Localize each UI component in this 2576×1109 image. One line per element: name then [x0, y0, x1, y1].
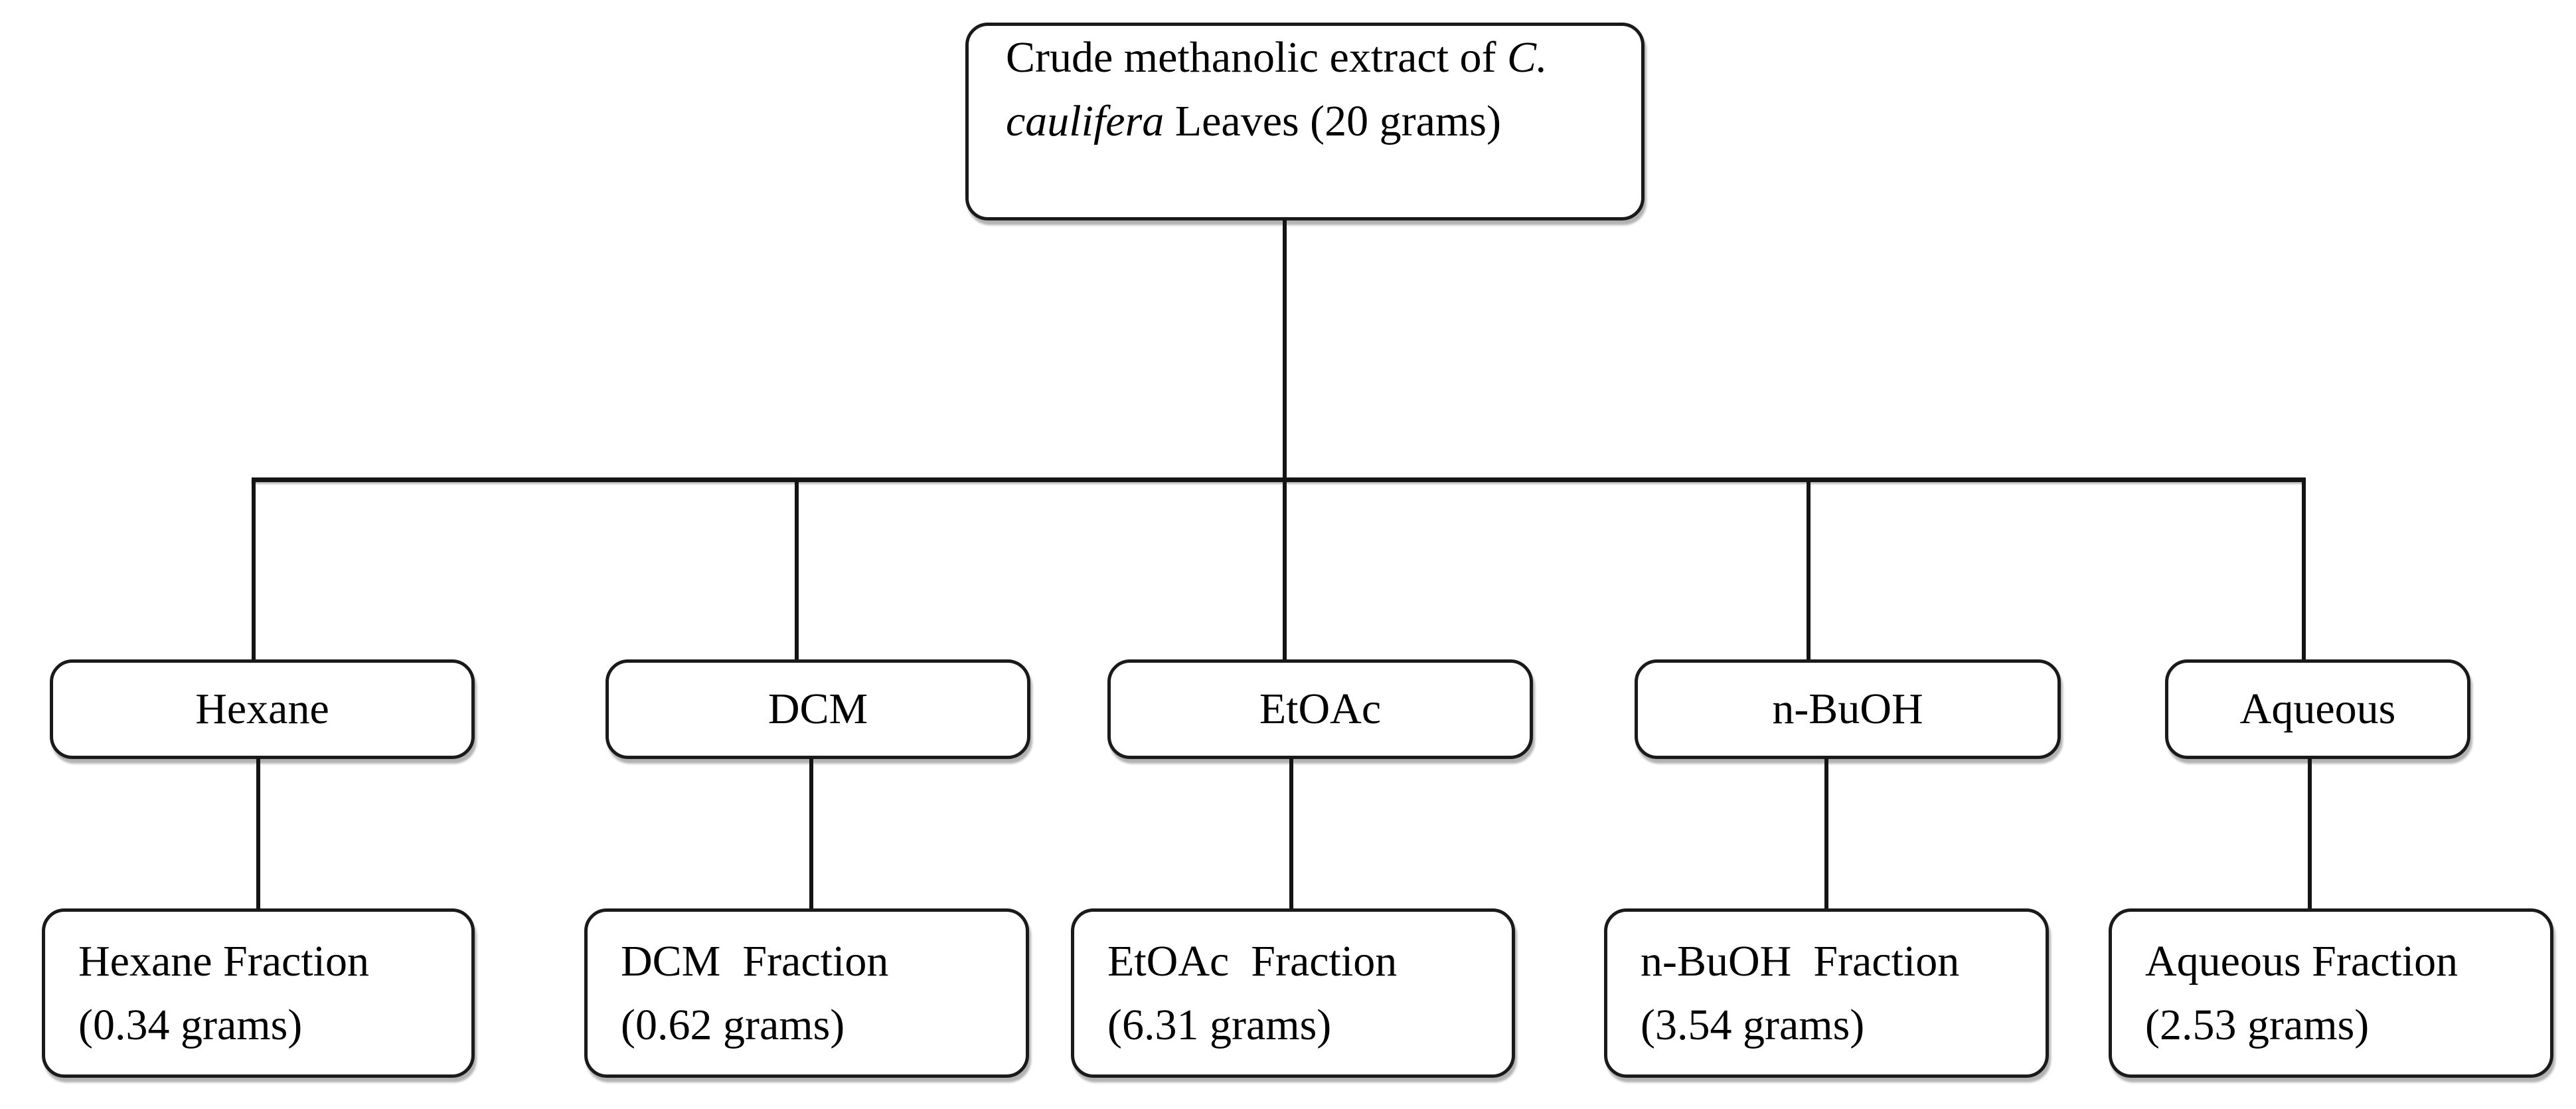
solvent-dcm-label: DCM	[767, 685, 868, 733]
solvent-etoac-label: EtOAc	[1259, 685, 1382, 733]
fraction-aqueous-amount: (2.53 grams)	[2145, 1000, 2370, 1049]
fraction-aqueous-text: Aqueous Fraction (2.53 grams)	[2145, 930, 2458, 1057]
fraction-etoac-amount: (6.31 grams)	[1107, 1000, 1332, 1049]
crude-extract-genus-italic: C.	[1507, 33, 1548, 82]
solvent-hexane-label: Hexane	[195, 685, 329, 733]
fraction-nbuoh-name: n-BuOH Fraction	[1641, 936, 1960, 985]
fraction-dcm-name: DCM Fraction	[621, 936, 889, 985]
connector-drop2-nbuoh	[1824, 758, 1828, 910]
fraction-nbuoh-amount: (3.54 grams)	[1641, 1000, 1865, 1049]
solvent-aqueous-label: Aqueous	[2239, 685, 2396, 733]
fraction-aqueous-name: Aqueous Fraction	[2145, 936, 2458, 985]
fraction-etoac-name: EtOAc Fraction	[1107, 936, 1398, 985]
node-solvent-hexane: Hexane	[50, 659, 475, 759]
connector-root-stem	[1283, 219, 1287, 479]
node-fraction-hexane: Hexane Fraction (0.34 grams)	[42, 908, 475, 1078]
connector-drop2-etoac	[1289, 758, 1293, 910]
crude-extract-species-italic: caulifera	[1006, 97, 1165, 145]
node-fraction-nbuoh: n-BuOH Fraction (3.54 grams)	[1604, 908, 2049, 1078]
connector-drop-aqueous	[2302, 479, 2306, 661]
node-fraction-dcm: DCM Fraction (0.62 grams)	[584, 908, 1029, 1078]
connector-drop2-dcm	[809, 758, 813, 910]
fraction-dcm-amount: (0.62 grams)	[621, 1000, 845, 1049]
connector-drop-hexane	[252, 479, 256, 661]
fraction-hexane-amount: (0.34 grams)	[78, 1000, 303, 1049]
crude-extract-line2-text: Leaves (20 grams)	[1164, 97, 1501, 145]
connector-drop2-aqueous	[2308, 758, 2312, 910]
node-solvent-aqueous: Aqueous	[2165, 659, 2470, 759]
node-solvent-nbuoh: n-BuOH	[1635, 659, 2061, 759]
connector-drop2-hexane	[256, 758, 260, 910]
node-solvent-etoac: EtOAc	[1107, 659, 1533, 759]
fraction-hexane-name: Hexane Fraction	[78, 936, 369, 985]
fraction-dcm-text: DCM Fraction (0.62 grams)	[621, 930, 888, 1057]
node-crude-extract-text: Crude methanolic extract of C.caulifera …	[1006, 26, 1641, 153]
fraction-hexane-text: Hexane Fraction (0.34 grams)	[78, 930, 369, 1057]
fraction-nbuoh-text: n-BuOH Fraction (3.54 grams)	[1641, 930, 1959, 1057]
connector-drop-dcm	[795, 479, 799, 661]
node-crude-extract: Crude methanolic extract of C.caulifera …	[965, 23, 1645, 220]
connector-drop-etoac	[1283, 479, 1287, 661]
node-fraction-etoac: EtOAc Fraction (6.31 grams)	[1071, 908, 1515, 1078]
node-fraction-aqueous: Aqueous Fraction (2.53 grams)	[2109, 908, 2553, 1078]
fraction-etoac-text: EtOAc Fraction (6.31 grams)	[1107, 930, 1397, 1057]
connector-drop-nbuoh	[1807, 479, 1811, 661]
crude-extract-line1-text: Crude methanolic extract of	[1006, 33, 1508, 82]
node-solvent-dcm: DCM	[605, 659, 1030, 759]
solvent-nbuoh-label: n-BuOH	[1772, 685, 1923, 733]
connector-bus	[252, 477, 2306, 482]
